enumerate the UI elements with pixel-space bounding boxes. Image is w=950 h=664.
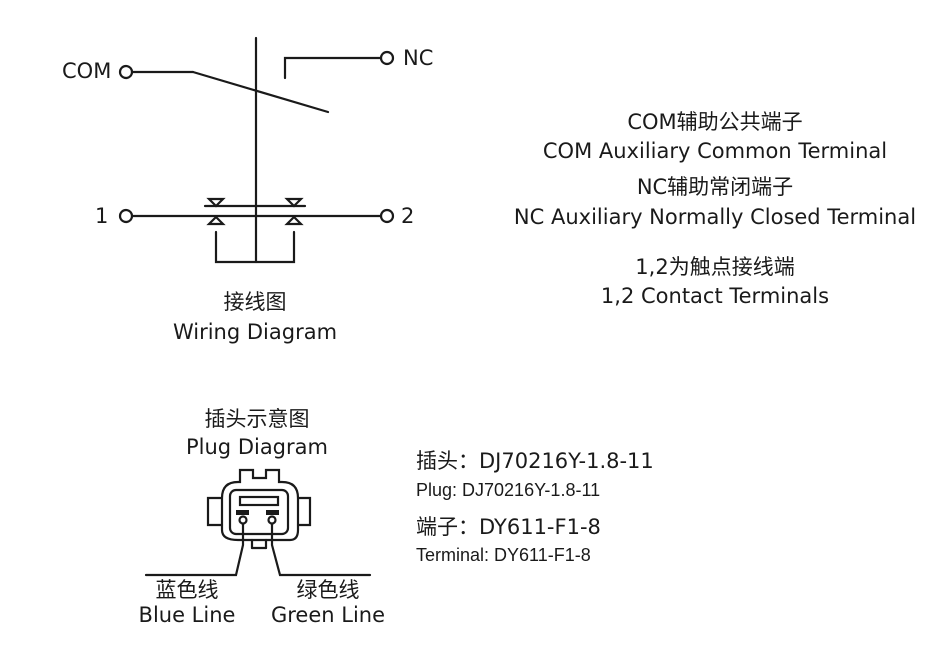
terminal-2-label: 2 bbox=[401, 204, 415, 228]
green-line-leader bbox=[270, 522, 372, 577]
green-line-en: Green Line bbox=[270, 603, 386, 627]
left-contact-icon bbox=[206, 197, 226, 226]
blue-pin-icon bbox=[238, 515, 248, 525]
com-terminal-circle bbox=[118, 64, 134, 80]
plug-inner-frame bbox=[228, 488, 290, 536]
contacts-legend-cn: 1,2为触点接线端 bbox=[635, 255, 795, 279]
green-pin-bar bbox=[266, 510, 279, 515]
com-legend-cn: COM辅助公共端子 bbox=[627, 110, 803, 134]
nc-legend-cn: NC辅助常闭端子 bbox=[636, 175, 794, 199]
plug-title-en: Plug Diagram bbox=[186, 435, 328, 459]
terminal-spec-en: Terminal: DY611-F1-8 bbox=[416, 545, 591, 565]
plug-left-latch bbox=[206, 496, 224, 527]
nc-label: NC bbox=[403, 46, 434, 70]
com-legend-en: COM Auxiliary Common Terminal bbox=[542, 139, 888, 163]
plug-title-cn: 插头示意图 bbox=[204, 407, 310, 431]
green-line-cn: 绿色线 bbox=[296, 578, 360, 602]
green-pin-icon bbox=[267, 515, 277, 525]
nc-terminal-circle bbox=[379, 50, 395, 66]
nc-legend-en: NC Auxiliary Normally Closed Terminal bbox=[513, 205, 917, 229]
auxiliary-switch-arm bbox=[191, 70, 330, 114]
wiring-caption-cn: 接线图 bbox=[223, 290, 287, 314]
plug-spec-cn: 插头：DJ70216Y-1.8-11 bbox=[416, 449, 654, 473]
plug-spec-en: Plug: DJ70216Y-1.8-11 bbox=[416, 480, 601, 500]
plug-drawing bbox=[144, 468, 372, 577]
terminal-1-circle bbox=[118, 208, 134, 224]
contacts-legend-en: 1,2 Contact Terminals bbox=[600, 284, 830, 308]
com-label: COM bbox=[62, 59, 112, 83]
blue-line-leader bbox=[144, 522, 245, 577]
contact-carrier bbox=[214, 230, 296, 264]
nc-contact-wire bbox=[283, 56, 383, 80]
blue-line-cn: 蓝色线 bbox=[155, 578, 219, 602]
blue-pin-bar bbox=[236, 510, 249, 515]
terminal-spec-cn: 端子：DY611-F1-8 bbox=[416, 515, 601, 539]
plug-right-latch bbox=[296, 496, 312, 527]
wiring-diagram bbox=[118, 36, 395, 264]
terminal-1-label: 1 bbox=[95, 204, 109, 228]
blue-line-en: Blue Line bbox=[138, 603, 236, 627]
right-contact-icon bbox=[284, 197, 304, 226]
plug-key-slot bbox=[238, 495, 280, 507]
wiring-caption-en: Wiring Diagram bbox=[172, 320, 338, 344]
terminal-2-circle bbox=[379, 208, 395, 224]
